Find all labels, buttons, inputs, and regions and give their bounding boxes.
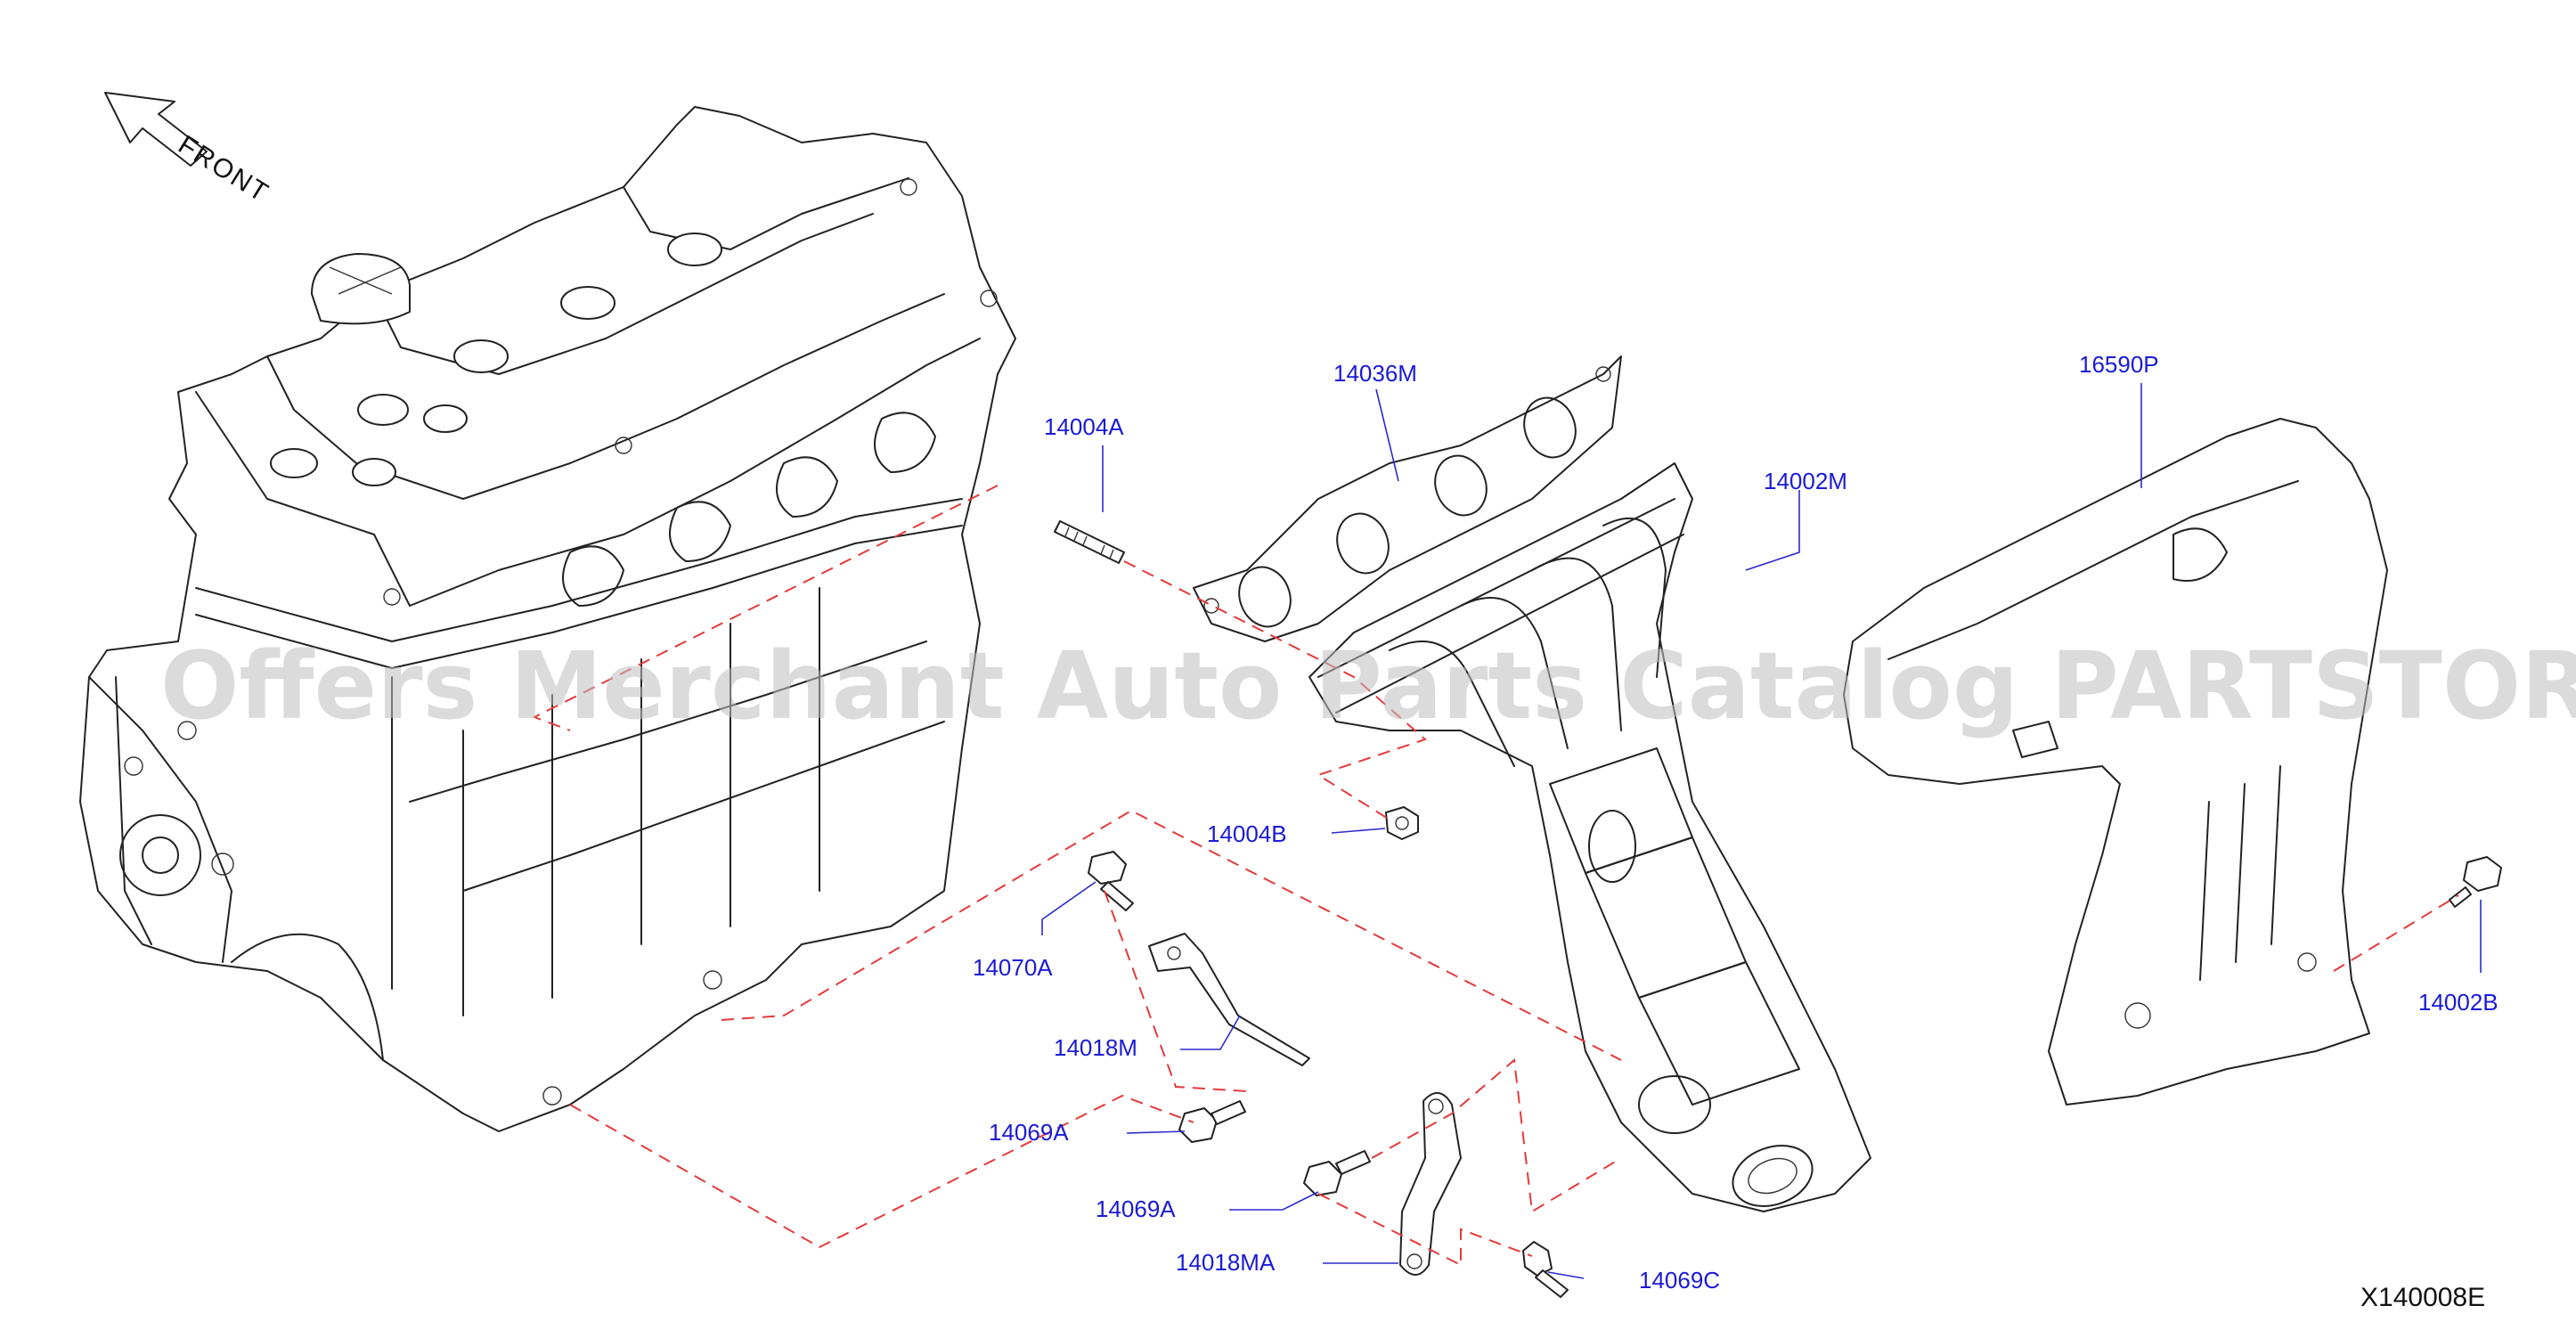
label-14070A[interactable]: 14070A — [973, 954, 1053, 981]
nut-14004B — [1385, 806, 1419, 840]
bracket-14018MA — [1399, 1092, 1462, 1276]
label-16590P[interactable]: 16590P — [2079, 351, 2159, 378]
label-14018M[interactable]: 14018M — [1054, 1034, 1137, 1061]
label-14018MA[interactable]: 14018MA — [1176, 1249, 1276, 1276]
engine-block — [79, 106, 1016, 1132]
label-14069A-lower[interactable]: 14069A — [1096, 1196, 1176, 1222]
front-label: FRONT — [173, 130, 274, 208]
label-14004B[interactable]: 14004B — [1207, 820, 1287, 847]
bolt-14069C — [1522, 1241, 1569, 1298]
label-14002M[interactable]: 14002M — [1764, 468, 1847, 494]
bracket-14018M — [1148, 933, 1310, 1066]
watermark-text: Offers Merchant Auto Parts Catalog PARTS… — [160, 632, 2576, 740]
stud-14004A — [1054, 520, 1125, 564]
bolt-14069A-upper — [1178, 1100, 1246, 1143]
bolt-14070A — [1088, 851, 1134, 911]
front-arrow-icon — [104, 92, 208, 167]
diagram-code: X140008E — [2360, 1283, 2485, 1312]
bolt-14002B — [2449, 856, 2502, 908]
label-14069A-upper[interactable]: 14069A — [989, 1119, 1069, 1146]
label-14069C[interactable]: 14069C — [1639, 1267, 1720, 1293]
label-14002B[interactable]: 14002B — [2418, 989, 2499, 1016]
leader-lines — [1041, 383, 2482, 1279]
manifold-gasket — [1193, 355, 1622, 642]
label-14004A[interactable]: 14004A — [1044, 413, 1124, 440]
bolt-14069A-lower — [1303, 1150, 1371, 1196]
label-14036M[interactable]: 14036M — [1333, 360, 1417, 387]
assembly-guides — [532, 485, 2459, 1267]
exhaust-manifold — [1308, 462, 1871, 1212]
heat-shield — [1843, 418, 2388, 1106]
